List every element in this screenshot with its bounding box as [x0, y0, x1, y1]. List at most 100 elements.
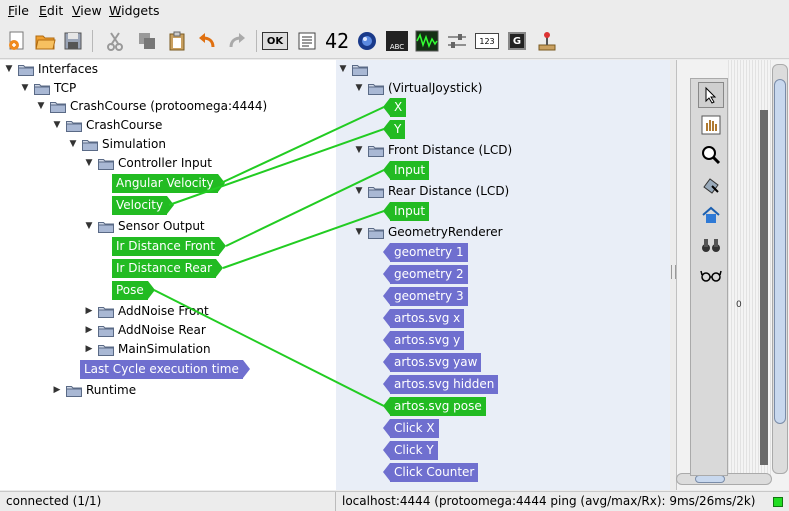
- expand-arrow-icon[interactable]: ▼: [5, 64, 13, 74]
- lcd-number-widget[interactable]: 123: [474, 28, 500, 54]
- statusbar: connected (1/1) localhost:4444 (protoome…: [0, 491, 789, 511]
- expand-arrow-icon[interactable]: ▼: [53, 120, 61, 130]
- paste-button[interactable]: [164, 28, 190, 54]
- glasses-tool[interactable]: [698, 262, 724, 288]
- menu-view[interactable]: View: [72, 3, 102, 18]
- lcd-text-widget[interactable]: ABC: [384, 28, 410, 54]
- menu-widgets[interactable]: Widgets: [109, 3, 160, 18]
- port-velocity[interactable]: Velocity: [112, 196, 175, 215]
- geometry-widget[interactable]: G: [504, 28, 530, 54]
- tree-node-main-simulation[interactable]: ▶ MainSimulation: [84, 340, 211, 358]
- tree-node-front-distance[interactable]: ▼ Front Distance (LCD): [354, 141, 513, 159]
- number-widget[interactable]: 42: [324, 29, 350, 53]
- undo-button[interactable]: [194, 28, 220, 54]
- ok-button-widget[interactable]: OK: [262, 28, 288, 54]
- port-geometry-1[interactable]: geometry 1: [383, 243, 468, 262]
- tree-node-rear-distance[interactable]: ▼ Rear Distance (LCD): [354, 182, 510, 200]
- tree-node-controller-input[interactable]: ▼ Controller Input: [84, 154, 212, 172]
- port-ir-distance-front[interactable]: Ir Distance Front: [112, 237, 226, 256]
- port-pose[interactable]: Pose: [112, 281, 155, 300]
- port-last-cycle-execution-time[interactable]: Last Cycle execution time: [80, 360, 250, 379]
- zoom-tool[interactable]: [698, 142, 724, 168]
- tool-palette-icons: [696, 78, 728, 474]
- port-artos-svg-x[interactable]: artos.svg x: [382, 309, 465, 328]
- port-geometry-3[interactable]: geometry 3: [383, 287, 468, 306]
- tree-node-virtual-joystick[interactable]: ▼ (VirtualJoystick): [354, 79, 483, 97]
- save-button[interactable]: [60, 28, 86, 54]
- scissors-icon: [107, 32, 123, 51]
- tree-node-label: Sensor Output: [118, 219, 205, 233]
- tree-node-crashcourse-host[interactable]: ▼ CrashCourse (protoomega:4444): [36, 97, 268, 115]
- port-click-counter[interactable]: Click Counter: [382, 463, 479, 482]
- expand-arrow-icon[interactable]: ▼: [355, 145, 363, 155]
- pointer-tool[interactable]: [698, 82, 724, 108]
- menu-file[interactable]: File: [8, 3, 29, 18]
- tree-node-runtime[interactable]: ▶ Runtime: [52, 381, 137, 399]
- pane-splitter[interactable]: [670, 60, 676, 490]
- widget-tree-root[interactable]: ▼: [338, 60, 372, 78]
- port-click-x[interactable]: Click X: [383, 419, 439, 438]
- tree-node-simulation[interactable]: ▼ Simulation: [68, 135, 166, 153]
- port-click-y[interactable]: Click Y: [383, 441, 438, 460]
- port-ir-distance-rear[interactable]: Ir Distance Rear: [112, 259, 224, 278]
- port-angular-velocity[interactable]: Angular Velocity: [112, 174, 225, 193]
- joystick-widget[interactable]: [534, 28, 560, 54]
- expand-arrow-icon[interactable]: ▼: [85, 221, 93, 231]
- tree-node-crashcourse[interactable]: ▼ CrashCourse: [52, 116, 163, 134]
- ok-icon: OK: [262, 32, 288, 50]
- open-button[interactable]: [32, 28, 58, 54]
- oscilloscope-widget[interactable]: [414, 28, 440, 54]
- port-joystick-y[interactable]: Y: [382, 120, 406, 139]
- dial-widget[interactable]: [354, 28, 380, 54]
- move-widget-tool[interactable]: [698, 172, 724, 198]
- binoculars-tool[interactable]: [698, 232, 724, 258]
- collapse-arrow-icon[interactable]: ▶: [85, 306, 93, 316]
- port-joystick-x[interactable]: X: [382, 98, 407, 117]
- port-artos-svg-y[interactable]: artos.svg y: [382, 331, 465, 350]
- collapse-arrow-icon[interactable]: ▶: [85, 344, 93, 354]
- slider-widget[interactable]: [444, 28, 470, 54]
- expand-arrow-icon[interactable]: ▼: [37, 101, 45, 111]
- menu-edit[interactable]: Edit: [39, 3, 64, 18]
- expand-arrow-icon[interactable]: ▼: [69, 139, 77, 149]
- expand-arrow-icon[interactable]: ▼: [339, 64, 347, 74]
- port-artos-svg-pose[interactable]: artos.svg pose: [383, 397, 486, 416]
- copy-button[interactable]: [134, 28, 160, 54]
- expand-arrow-icon[interactable]: ▼: [21, 83, 29, 93]
- port-rear-input[interactable]: Input: [382, 202, 430, 221]
- tree-node-tcp[interactable]: ▼ TCP: [20, 79, 77, 97]
- move-widget-icon: [703, 178, 719, 194]
- tree-node-addnoise-rear[interactable]: ▶ AddNoise Rear: [84, 321, 206, 339]
- port-artos-svg-yaw[interactable]: artos.svg yaw: [382, 353, 482, 372]
- folder-icon: [66, 120, 82, 132]
- vertical-scrollbar[interactable]: [772, 64, 788, 474]
- canvas-slider-track[interactable]: [760, 110, 768, 465]
- folder-icon: [34, 83, 50, 95]
- text-widget[interactable]: [294, 28, 320, 54]
- port-artos-svg-hidden[interactable]: artos.svg hidden: [382, 375, 499, 394]
- tree-node-geometry-renderer[interactable]: ▼ GeometryRenderer: [354, 223, 503, 241]
- redo-button[interactable]: [224, 28, 250, 54]
- joystick-icon: [538, 32, 556, 51]
- expand-arrow-icon[interactable]: ▼: [355, 186, 363, 196]
- port-front-input[interactable]: Input: [382, 161, 430, 180]
- expand-arrow-icon[interactable]: ▼: [85, 158, 93, 168]
- magnifier-icon: [702, 146, 721, 165]
- expand-arrow-icon[interactable]: ▼: [355, 227, 363, 237]
- scrollbar-thumb[interactable]: [774, 79, 786, 424]
- tree-node-label: CrashCourse: [86, 118, 163, 132]
- port-geometry-2[interactable]: geometry 2: [383, 265, 468, 284]
- scrollbar-thumb[interactable]: [695, 475, 725, 483]
- cut-button[interactable]: [102, 28, 128, 54]
- folder-icon: [98, 221, 114, 233]
- new-file-button[interactable]: [4, 28, 30, 54]
- hand-tool[interactable]: [698, 112, 724, 138]
- tree-node-addnoise-front[interactable]: ▶ AddNoise Front: [84, 302, 209, 320]
- expand-arrow-icon[interactable]: ▼: [355, 83, 363, 93]
- tree-node-label: MainSimulation: [118, 342, 211, 356]
- collapse-arrow-icon[interactable]: ▶: [53, 385, 61, 395]
- tree-node-interfaces[interactable]: ▼ Interfaces: [4, 60, 98, 78]
- tree-node-sensor-output[interactable]: ▼ Sensor Output: [84, 217, 205, 235]
- home-tool[interactable]: [698, 202, 724, 228]
- collapse-arrow-icon[interactable]: ▶: [85, 325, 93, 335]
